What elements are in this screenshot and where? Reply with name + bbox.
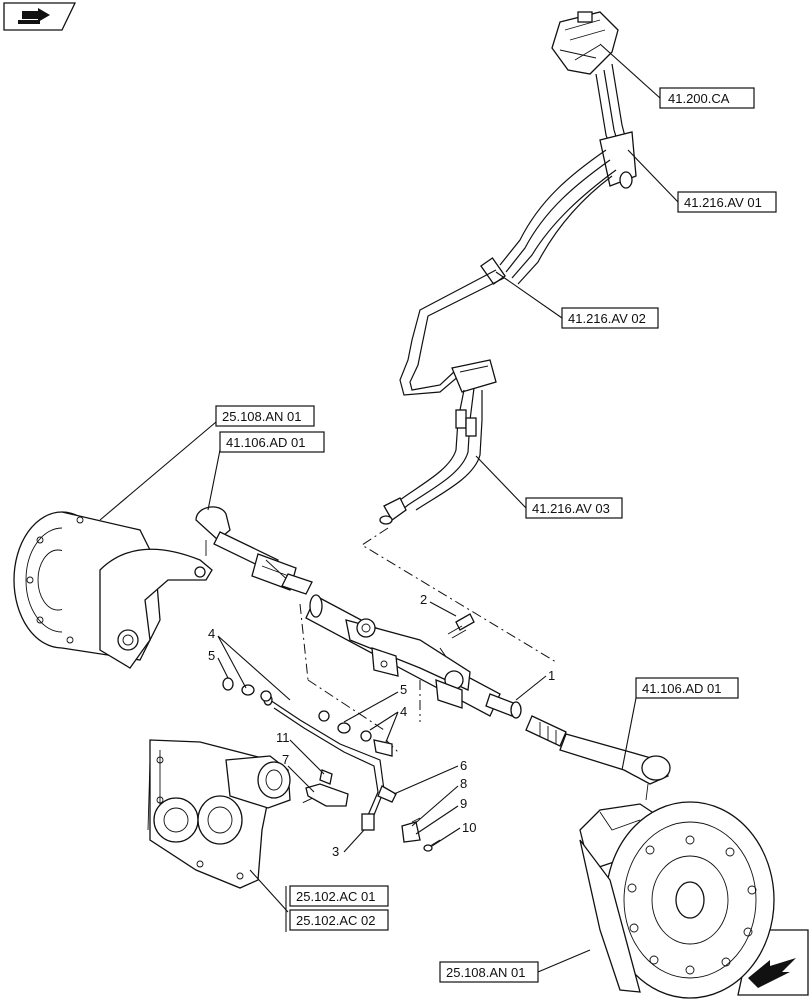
screw-part-10: [423, 839, 441, 852]
book-arrow-icon[interactable]: [3, 2, 77, 31]
callout-4-right: 4: [400, 704, 407, 719]
ref-box-25-102-ac-02[interactable]: [289, 909, 389, 931]
ref-label: 25.108.AN 01: [446, 965, 526, 980]
ref-box-41-216-av-01[interactable]: [677, 191, 777, 213]
ref-label: 25.102.AC 01: [296, 889, 376, 904]
callout-10: 10: [462, 820, 476, 835]
callout-11: 11: [276, 730, 290, 745]
tie-rod-right: [525, 715, 671, 801]
ref-label: 41.200.CA: [668, 91, 730, 106]
ref-box-41-200-ca[interactable]: [659, 87, 755, 109]
callout-8: 8: [460, 776, 467, 791]
axle-housing: [147, 739, 291, 889]
ref-label: 41.216.AV 02: [568, 311, 646, 326]
ref-box-25-108-an-01-right[interactable]: [439, 961, 539, 983]
hydraulic-hose-assembly: [379, 11, 637, 525]
callout-6: 6: [460, 758, 467, 773]
ref-box-41-216-av-03[interactable]: [525, 497, 623, 519]
ref-box-25-102-ac-01[interactable]: [289, 885, 389, 907]
ref-label: 25.108.AN 01: [222, 409, 302, 424]
callout-9: 9: [460, 796, 467, 811]
ref-box-25-108-an-01-left[interactable]: [215, 405, 315, 427]
alignment-line: [361, 527, 557, 663]
callout-4-left: 4: [208, 626, 215, 641]
callout-1: 1: [548, 668, 555, 683]
callout-2: 2: [420, 592, 427, 607]
bolt-part-2: [447, 613, 475, 639]
left-wheel-hub: [13, 511, 213, 669]
right-wheel-hub: [579, 801, 775, 999]
ref-box-41-216-av-02[interactable]: [561, 307, 659, 329]
callout-5-left: 5: [208, 648, 215, 663]
ref-label: 41.216.AV 01: [684, 195, 762, 210]
ref-box-41-106-ad-01-left[interactable]: [219, 431, 325, 453]
tie-rod-left: [195, 506, 313, 595]
ref-label: 41.216.AV 03: [532, 501, 610, 516]
ref-label: 25.102.AC 02: [296, 913, 376, 928]
ref-label: 41.106.AD 01: [642, 681, 722, 696]
ref-box-41-106-ad-01-right[interactable]: [635, 677, 739, 699]
ref-label: 41.106.AD 01: [226, 435, 306, 450]
steering-cylinder: [305, 594, 522, 719]
callout-7: 7: [282, 752, 289, 767]
callout-5-right: 5: [400, 682, 407, 697]
fittings: [222, 677, 372, 742]
callout-3: 3: [332, 844, 339, 859]
clip-part-8: [401, 817, 421, 843]
bracket-part-7: [305, 769, 349, 807]
